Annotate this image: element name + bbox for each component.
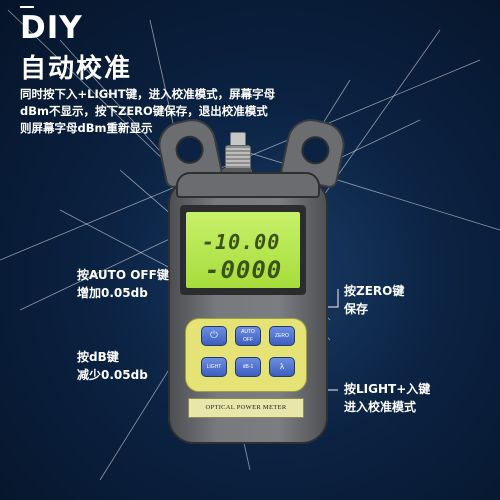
page-subtitle: 自动校准 — [20, 54, 133, 84]
annotation-zero: 按ZERO键 保存 — [344, 282, 404, 318]
annotation-light: 按LIGHT+入键 进入校准模式 — [344, 380, 430, 416]
model-plate: OPTICAL POWER METER — [188, 398, 304, 418]
title-accent-bar — [20, 6, 34, 8]
light-label: LIGHT — [206, 364, 222, 370]
annotation-line: 增加0.05db — [77, 286, 148, 300]
zero-button[interactable]: ZERO — [269, 326, 295, 346]
instruction-line: dBm不显示，按下ZERO键保存，退出校准模式 — [20, 104, 268, 118]
zero-label: ZERO — [275, 333, 289, 339]
annotation-line: 按LIGHT+入键 — [344, 382, 431, 396]
annotation-line: 进入校准模式 — [344, 400, 417, 414]
light-button[interactable]: LIGHT — [201, 357, 227, 377]
db-button[interactable]: dB-1 — [235, 357, 261, 377]
annotation-line: 按dB键 — [77, 350, 119, 364]
strap-hole — [298, 133, 332, 167]
connector-thread — [225, 145, 251, 171]
annotation-line: 按AUTO OFF键 — [77, 268, 169, 282]
strap-hole — [172, 133, 207, 167]
lcd-reading-top: -10.00 — [202, 230, 281, 254]
meter-top — [176, 172, 320, 198]
db-label: dB-1 — [242, 364, 254, 370]
auto-off-button[interactable]: AUTO OFF — [235, 326, 261, 346]
auto-off-label: AUTO OFF — [241, 329, 255, 343]
power-button[interactable]: ⏻ — [201, 326, 227, 346]
wavelength-button[interactable]: λ — [269, 357, 295, 377]
lcd-reading-bottom: -0000 — [205, 256, 283, 284]
annotation-line: 按ZERO键 — [344, 284, 405, 298]
lcd-screen — [186, 212, 300, 288]
annotation-db: 按dB键 减少0.05db — [77, 348, 148, 384]
annotation-line: 减少0.05db — [77, 368, 148, 382]
instruction-line: 则屏幕字母dBm重新显示 — [20, 121, 153, 135]
page-title: DIY — [20, 10, 83, 46]
instruction-line: 同时按下入+LIGHT键，进入校准模式，屏幕字母 — [20, 87, 276, 101]
power-icon: ⏻ — [210, 330, 218, 341]
lambda-icon: λ — [280, 362, 284, 371]
annotation-line: 保存 — [344, 302, 369, 316]
instruction-text: 同时按下入+LIGHT键，进入校准模式，屏幕字母 dBm不显示，按下ZERO键保… — [20, 86, 275, 137]
annotation-auto-off: 按AUTO OFF键 增加0.05db — [77, 266, 169, 302]
